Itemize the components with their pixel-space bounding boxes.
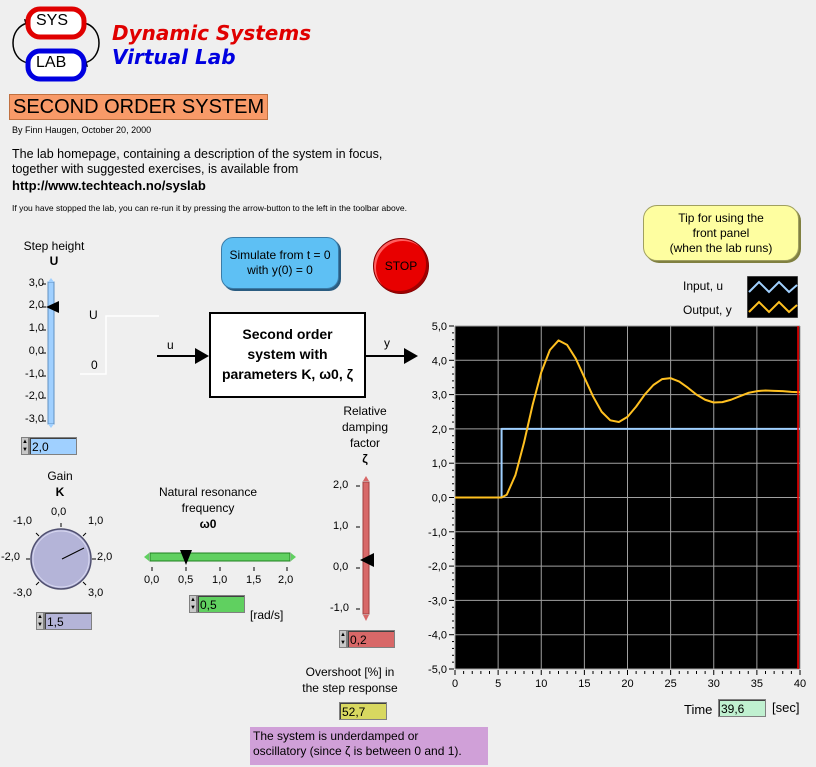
frequency-label-line1: Natural resonance: [158, 485, 258, 499]
y-tick-label: -2,0: [428, 561, 447, 573]
x-tick-label: 40: [794, 678, 806, 690]
simulate-line1: Simulate from t = 0: [229, 248, 331, 262]
gain-input[interactable]: 1,5: [44, 612, 92, 630]
y-tick-label: 0,0: [432, 493, 447, 505]
damping-label-line1: Relative: [343, 404, 387, 418]
frequency-symbol: ω0: [199, 517, 217, 531]
system-info-box: The system is underdamped or oscillatory…: [250, 727, 488, 765]
gain-symbol: K: [55, 485, 65, 499]
time-label: Time: [684, 702, 713, 717]
time-unit: [sec]: [772, 700, 800, 715]
system-block: Second order system with parameters K, ω…: [209, 312, 366, 398]
damping-input[interactable]: 0,2: [347, 630, 395, 648]
byline: By Finn Haugen, October 20, 2000: [12, 125, 152, 135]
y-tick-label: 3,0: [432, 390, 447, 402]
x-tick-label: 30: [708, 678, 720, 690]
x-tick-label: 10: [535, 678, 547, 690]
description-line1: The lab homepage, containing a descripti…: [12, 147, 383, 161]
gain-pointer: [61, 547, 85, 560]
logo-title-line2: Virtual Lab: [112, 45, 236, 69]
legend-swatch: [747, 276, 798, 318]
frequency-input[interactable]: 0,5: [197, 595, 245, 613]
x-tick-label: 25: [665, 678, 677, 690]
output-signal-label: y: [384, 336, 390, 350]
step-height-label: Step height: [23, 239, 85, 253]
overshoot-label-line2: the step response: [302, 681, 398, 695]
frequency-unit: [rad/s]: [250, 608, 284, 622]
description: The lab homepage, containing a descripti…: [12, 147, 382, 177]
overshoot-value: 52,7: [339, 702, 387, 720]
frequency-spinner[interactable]: ▲▼: [189, 595, 197, 613]
description-line2: together with suggested exercises, is av…: [12, 162, 299, 176]
syslab-logo: [12, 6, 100, 82]
gain-spinner[interactable]: ▲▼: [36, 612, 44, 630]
output-arrow-icon: [366, 348, 418, 364]
input-signal-label: u: [167, 338, 174, 352]
tip-line2: front panel: [692, 225, 750, 240]
y-tick-label: -4,0: [428, 630, 447, 642]
logo-lab-label: LAB: [36, 54, 67, 71]
damping-label-line3: factor: [349, 436, 380, 450]
damping-slider[interactable]: [354, 476, 384, 622]
input-arrow-icon: [157, 348, 209, 364]
legend-input-label: Input, u: [683, 279, 724, 293]
time-value: 39,6: [718, 699, 766, 717]
x-tick-label: 20: [621, 678, 633, 690]
logo-sys-label: SYS: [36, 12, 69, 29]
step-height-spinner[interactable]: ▲▼: [21, 437, 29, 455]
y-tick-label: 5,0: [432, 321, 447, 333]
tip-line3: (when the lab runs): [669, 240, 773, 255]
y-tick-label: 1,0: [432, 458, 447, 470]
step-high-label: U: [89, 308, 98, 322]
stop-button[interactable]: STOP: [373, 238, 429, 294]
gain-label: Gain: [47, 469, 73, 483]
step-height-thumb: [46, 301, 59, 313]
rerun-note: If you have stopped the lab, you can re-…: [12, 203, 408, 213]
legend-output-icon: [748, 300, 798, 314]
frequency-label-line2: frequency: [181, 501, 235, 515]
page-title: SECOND ORDER SYSTEM: [9, 94, 269, 120]
response-chart: 0 5 10 15 20 25 30 35 40 5,0 4,0 3,0 2,0 1,0 0,0 -1,0 -2…: [428, 321, 806, 690]
x-tick-label: 5: [495, 678, 501, 690]
logo-title-line1: Dynamic Systems: [112, 21, 312, 45]
overshoot-label-line1: Overshoot [%] in: [305, 665, 395, 679]
step-height-slider[interactable]: [40, 278, 70, 428]
frequency-thumb: [180, 550, 192, 565]
x-tick-label: 0: [452, 678, 458, 690]
y-tick-label: -1,0: [428, 527, 447, 539]
frequency-slider[interactable]: [144, 545, 300, 575]
y-tick-label: 4,0: [432, 355, 447, 367]
step-height-symbol: U: [49, 254, 59, 268]
y-tick-label: -3,0: [428, 595, 447, 607]
damping-symbol: ζ: [362, 452, 368, 466]
damping-label-line2: damping: [341, 420, 389, 434]
step-low-label: 0: [91, 358, 98, 372]
legend-output-label: Output, y: [683, 303, 732, 317]
y-tick-label: -5,0: [428, 664, 447, 676]
step-shape: [80, 315, 159, 375]
gain-knob[interactable]: [24, 522, 98, 596]
x-tick-label: 35: [751, 678, 763, 690]
output-series-line: [455, 339, 801, 499]
simulate-line2: with y(0) = 0: [247, 263, 313, 277]
y-tick-label: 2,0: [432, 424, 447, 436]
tip-line1: Tip for using the: [678, 210, 764, 225]
legend-input-icon: [748, 280, 798, 294]
damping-spinner[interactable]: ▲▼: [339, 630, 347, 648]
step-height-input[interactable]: 2,0: [29, 437, 77, 455]
homepage-url[interactable]: http://www.techteach.no/syslab: [12, 178, 206, 193]
damping-thumb: [360, 553, 374, 567]
x-tick-label: 15: [578, 678, 590, 690]
